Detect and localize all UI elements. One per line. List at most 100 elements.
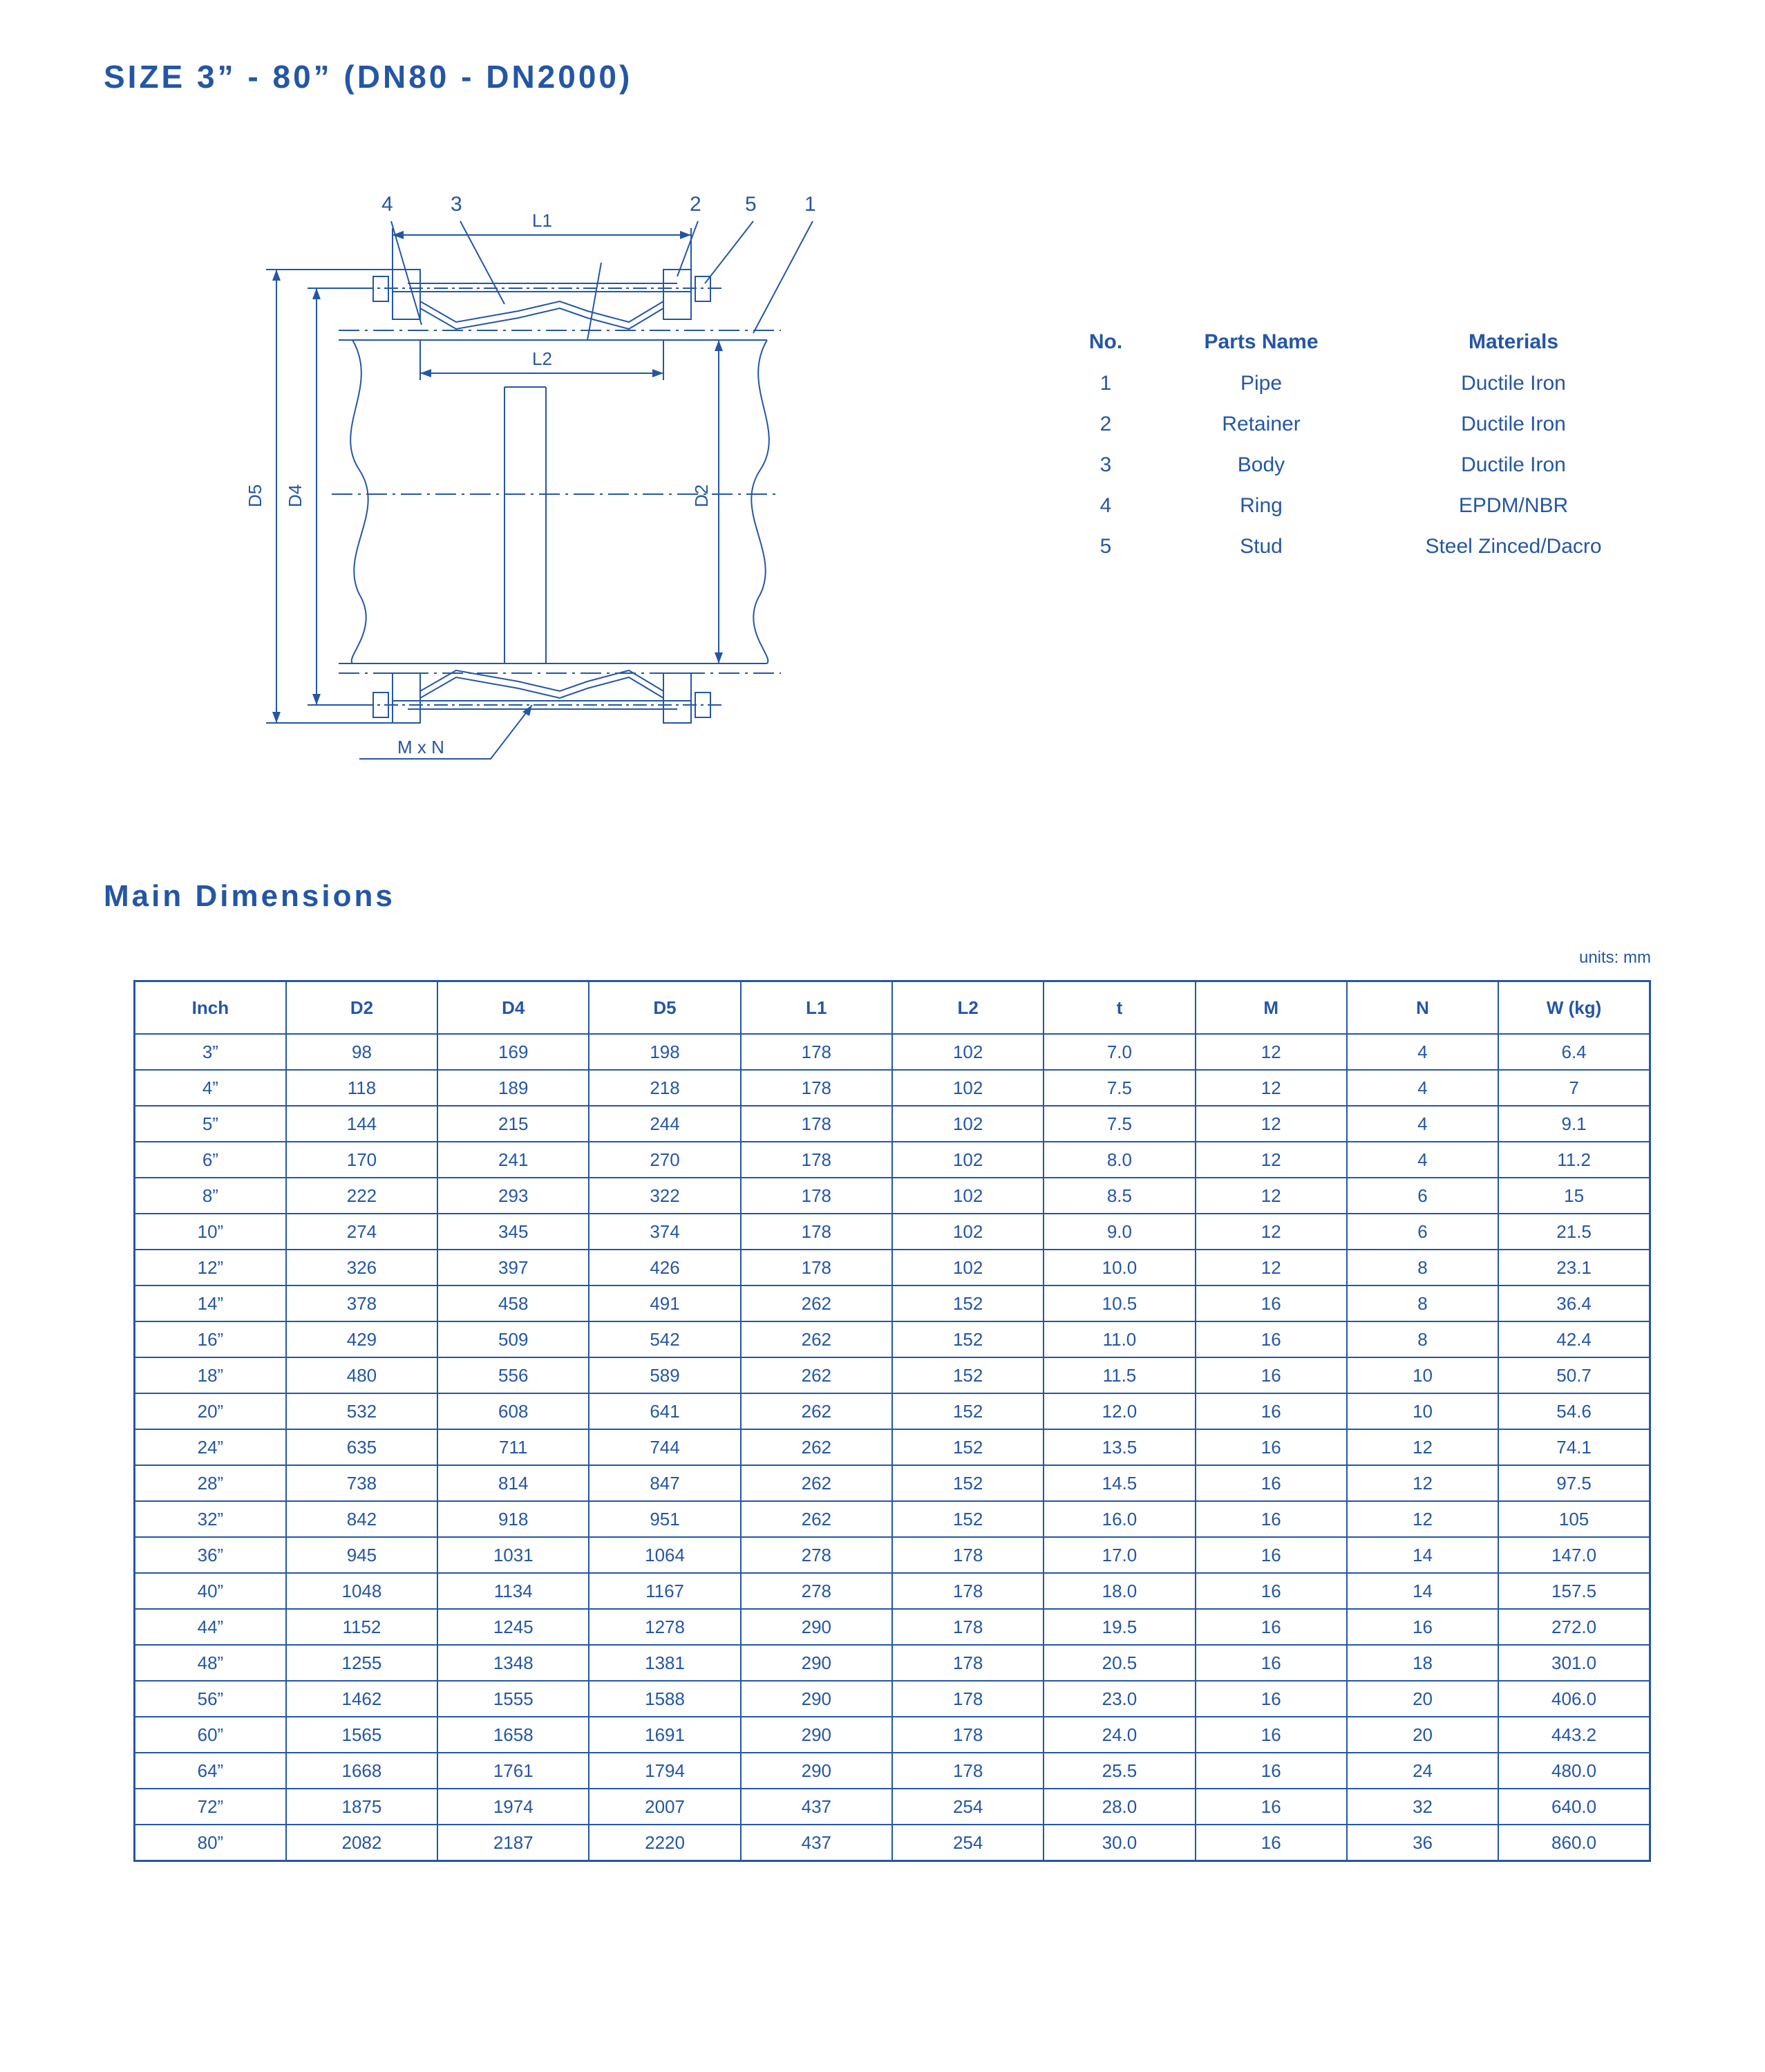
dimensions-cell: 178 xyxy=(739,1177,893,1214)
dimensions-cell: 640.0 xyxy=(1498,1788,1651,1825)
dimensions-cell: 16 xyxy=(1194,1357,1348,1394)
dimensions-cell: 12 xyxy=(1346,1429,1500,1466)
dimensions-cell: 5” xyxy=(133,1105,287,1142)
page-title: SIZE 3” - 80” (DN80 - DN2000) xyxy=(104,59,633,95)
dimensions-cell: 105 xyxy=(1498,1500,1651,1538)
dimensions-cell: 374 xyxy=(588,1213,742,1250)
dimensions-cell: 198 xyxy=(588,1033,742,1071)
dimensions-cell: 244 xyxy=(588,1105,742,1142)
section-heading: Main Dimensions xyxy=(104,879,395,913)
parts-cell-material: EPDM/NBR xyxy=(1458,493,1569,517)
dimensions-header-cell: L2 xyxy=(891,980,1045,1035)
dimensions-cell: 102 xyxy=(891,1141,1045,1178)
dimensions-cell: 1255 xyxy=(285,1644,439,1682)
dimensions-cell: 222 xyxy=(285,1177,439,1214)
dimensions-cell: 10.0 xyxy=(1043,1249,1196,1286)
dimensions-cell: 301.0 xyxy=(1498,1644,1651,1682)
parts-header-name: Parts Name xyxy=(1204,330,1319,353)
dimensions-cell: 635 xyxy=(285,1429,439,1466)
dimensions-cell: 178 xyxy=(891,1716,1045,1753)
bottom-nut-right xyxy=(695,692,711,718)
dimensions-cell: 102 xyxy=(891,1213,1045,1250)
dimensions-cell: 12 xyxy=(1194,1069,1348,1106)
dimensions-cell: 16 xyxy=(1194,1321,1348,1358)
dimensions-cell: 608 xyxy=(437,1393,590,1430)
dimensions-header-cell: Inch xyxy=(133,980,287,1035)
dimensions-cell: 118 xyxy=(285,1069,439,1106)
dimensions-cell: 8.0 xyxy=(1043,1141,1196,1178)
dimensions-cell: 54.6 xyxy=(1498,1393,1651,1430)
dimensions-cell: 28” xyxy=(133,1464,287,1502)
dimensions-cell: 7.5 xyxy=(1043,1105,1196,1142)
dimensions-cell: 60” xyxy=(133,1716,287,1753)
dimensions-cell: 32” xyxy=(133,1500,287,1538)
dimensions-cell: 16 xyxy=(1194,1500,1348,1538)
dimensions-cell: 42.4 xyxy=(1498,1321,1651,1358)
dimensions-cell: 322 xyxy=(588,1177,742,1214)
dimensions-cell: 2187 xyxy=(437,1824,590,1862)
dimensions-cell: 20 xyxy=(1346,1716,1500,1753)
dimensions-cell: 378 xyxy=(285,1285,439,1322)
dimensions-cell: 178 xyxy=(891,1644,1045,1682)
dimensions-cell: 19.5 xyxy=(1043,1608,1196,1646)
dimensions-cell: 12 xyxy=(1194,1213,1348,1250)
dimensions-cell: 2082 xyxy=(285,1824,439,1862)
dimensions-cell: 9.1 xyxy=(1498,1105,1651,1142)
dimensions-cell: 98 xyxy=(285,1033,439,1071)
dimensions-cell: 16 xyxy=(1194,1788,1348,1825)
dimensions-cell: 1974 xyxy=(437,1788,590,1825)
dimensions-cell: 20 xyxy=(1346,1680,1500,1717)
dimensions-cell: 262 xyxy=(739,1500,893,1538)
dimensions-cell: 1167 xyxy=(588,1572,742,1610)
parts-cell-material: Ductile Iron xyxy=(1461,453,1566,476)
parts-header-materials: Materials xyxy=(1468,330,1559,353)
dimensions-cell: 1875 xyxy=(285,1788,439,1825)
dimensions-cell: 262 xyxy=(739,1393,893,1430)
dimensions-cell: 18.0 xyxy=(1043,1572,1196,1610)
dimensions-cell: 178 xyxy=(891,1536,1045,1574)
parts-cell-name: Ring xyxy=(1240,493,1283,517)
parts-header-no: No. xyxy=(1088,330,1123,353)
dimensions-cell: 4 xyxy=(1346,1069,1500,1106)
dimensions-cell: 20.5 xyxy=(1043,1644,1196,1682)
dimensions-cell: 8.5 xyxy=(1043,1177,1196,1214)
parts-cell-name: Body xyxy=(1237,453,1285,476)
top-nut-right xyxy=(695,276,711,302)
dimensions-cell: 290 xyxy=(739,1752,893,1789)
parts-cell-no: 2 xyxy=(1099,412,1112,435)
dimensions-cell: 74.1 xyxy=(1498,1429,1651,1466)
dimensions-cell: 1381 xyxy=(588,1644,742,1682)
dimensions-cell: 152 xyxy=(891,1464,1045,1502)
dimensions-cell: 30.0 xyxy=(1043,1824,1196,1862)
callout-3: 3 xyxy=(451,193,462,216)
dimensions-header-cell: W (kg) xyxy=(1498,980,1651,1035)
dimensions-cell: 458 xyxy=(437,1285,590,1322)
dimensions-cell: 589 xyxy=(588,1357,742,1394)
dimensions-cell: 345 xyxy=(437,1213,590,1250)
dimensions-cell: 12 xyxy=(1194,1105,1348,1142)
dimensions-cell: 20” xyxy=(133,1393,287,1430)
dimensions-cell: 12 xyxy=(1194,1141,1348,1178)
dimensions-cell: 12 xyxy=(1346,1500,1500,1538)
dimensions-cell: 437 xyxy=(739,1788,893,1825)
dimensions-cell: 16” xyxy=(133,1321,287,1358)
dimensions-cell: 157.5 xyxy=(1498,1572,1651,1610)
dimensions-cell: 738 xyxy=(285,1464,439,1502)
top-flange-right xyxy=(663,269,692,320)
dimensions-cell: 326 xyxy=(285,1249,439,1286)
dimensions-cell: 480.0 xyxy=(1498,1752,1651,1789)
dimensions-cell: 1691 xyxy=(588,1716,742,1753)
dimensions-cell: 397 xyxy=(437,1249,590,1286)
parts-cell-name: Retainer xyxy=(1222,412,1301,435)
